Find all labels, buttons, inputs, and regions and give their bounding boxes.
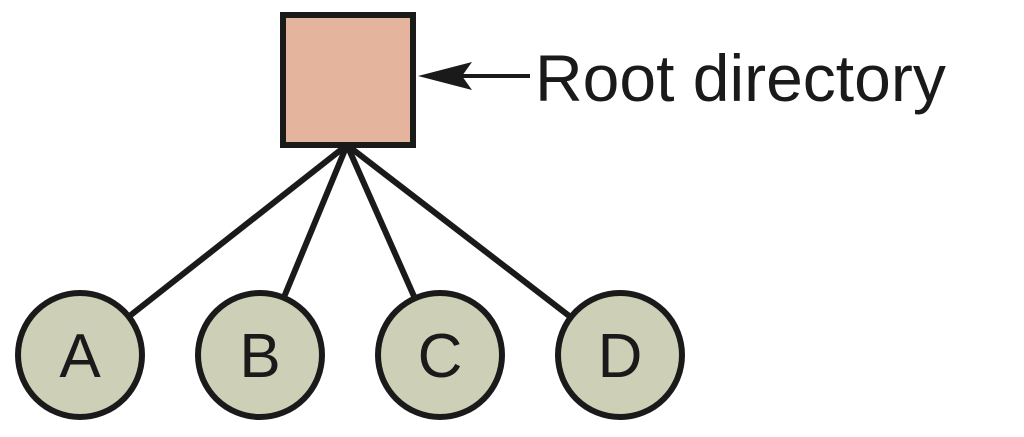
node-label: C: [418, 322, 463, 391]
edge-root-to-d: [345, 142, 573, 320]
edge-root-to-c: [344, 143, 418, 300]
edges: [126, 142, 573, 320]
node-circle: [555, 290, 685, 420]
node-label: D: [598, 322, 643, 391]
node-circle: [375, 290, 505, 420]
node-circle: [195, 290, 325, 420]
arrowhead-icon: [418, 62, 472, 90]
child-node-d: D: [555, 290, 685, 420]
child-node-b: B: [195, 290, 325, 420]
child-node-a: A: [15, 290, 145, 420]
edge-root-to-b: [280, 143, 350, 299]
edge-root-to-a: [126, 142, 349, 320]
node-circle: [15, 290, 145, 420]
root-directory-node: [280, 12, 416, 148]
root-directory-label: Root directory: [535, 41, 946, 115]
child-nodes: A B C D: [15, 290, 685, 420]
child-node-c: C: [375, 290, 505, 420]
node-label: B: [239, 322, 280, 391]
node-label: A: [59, 322, 101, 391]
